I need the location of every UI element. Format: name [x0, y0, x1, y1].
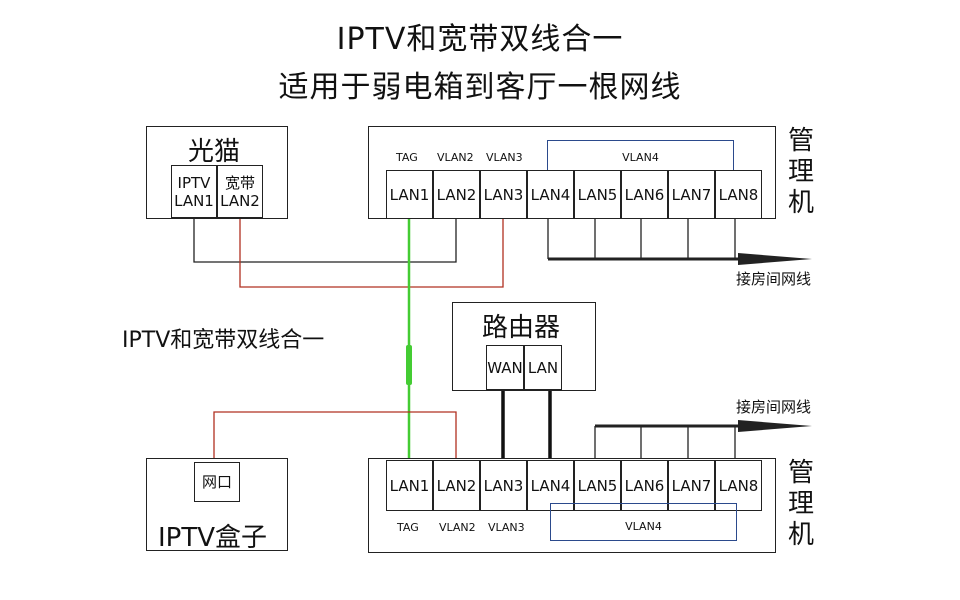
iptv-box-title: IPTV盒子 — [158, 523, 268, 553]
modem-broadband-port: 宽带 LAN2 — [217, 165, 263, 218]
bottom-port-lan5: LAN5 — [574, 460, 621, 511]
top-port-lan3: LAN3 — [480, 170, 527, 219]
bottom-port-lan1: LAN1 — [386, 460, 433, 511]
router-title: 路由器 — [482, 313, 561, 343]
trunk-line-marker — [406, 345, 412, 385]
top-side-char-3: 机 — [787, 188, 814, 218]
top-side-char-1: 管 — [787, 126, 814, 156]
modem-iptv-to-lan2-line — [193, 218, 457, 263]
bottom-port-lan2: LAN2 — [433, 460, 480, 511]
top-port-lan7: LAN7 — [668, 170, 715, 219]
top-vlan4-label: VLAN4 — [622, 150, 659, 164]
modem-broadband-port-name: LAN2 — [220, 191, 260, 210]
bottom-port-lan7: LAN7 — [668, 460, 715, 511]
top-port-lan5: LAN5 — [574, 170, 621, 219]
iptv-box-to-lan2-line — [213, 411, 457, 462]
top-side-char-2: 理 — [787, 157, 814, 187]
bottom-side-char-1: 管 — [787, 458, 814, 488]
bottom-vlan4-group: VLAN4 — [550, 503, 737, 541]
optical-modem-title: 光猫 — [188, 137, 241, 167]
top-rooms-label: 接房间网线 — [736, 270, 812, 288]
top-vlan4-group: VLAN4 — [547, 140, 734, 174]
bottom-vlan4-label: VLAN4 — [625, 519, 662, 533]
bottom-port-lan8: LAN8 — [715, 460, 762, 511]
top-port-lan4: LAN4 — [527, 170, 574, 219]
iptv-box-port: 网口 — [194, 462, 240, 502]
bottom-rooms-label: 接房间网线 — [736, 398, 812, 416]
top-rooms-arrowhead — [738, 253, 812, 265]
bottom-side-char-2: 理 — [787, 489, 814, 519]
top-switch-side-label: 管 理 机 — [784, 126, 818, 219]
top-vlan3-label: VLAN3 — [486, 151, 523, 164]
top-port-lan6: LAN6 — [621, 170, 668, 219]
top-port-lan2: LAN2 — [433, 170, 480, 219]
modem-broadband-port-label: 宽带 — [224, 173, 255, 192]
top-port-lan8: LAN8 — [715, 170, 762, 219]
bottom-tag-label: TAG — [397, 521, 419, 534]
bottom-side-char-3: 机 — [787, 520, 814, 550]
bottom-rooms-arrowhead — [738, 420, 812, 432]
modem-iptv-port-label: IPTV — [177, 173, 211, 192]
router-lan-port: LAN — [524, 345, 562, 390]
top-port-lan1: LAN1 — [386, 170, 433, 219]
cable-label: IPTV和宽带双线合一 — [122, 328, 325, 353]
bottom-vlan2-label: VLAN2 — [439, 521, 476, 534]
bottom-switch-side-label: 管 理 机 — [784, 458, 818, 551]
top-tag-label: TAG — [396, 151, 418, 164]
modem-broadband-to-lan3-line — [239, 218, 504, 288]
diagram-title-line2: 适用于弱电箱到客厅一根网线 — [278, 70, 682, 105]
bottom-port-lan3: LAN3 — [480, 460, 527, 511]
bottom-port-lan6: LAN6 — [621, 460, 668, 511]
router-wan-port: WAN — [486, 345, 524, 390]
diagram-title-line1: IPTV和宽带双线合一 — [336, 22, 624, 57]
bottom-vlan3-label: VLAN3 — [488, 521, 525, 534]
modem-iptv-port-name: LAN1 — [174, 191, 214, 210]
modem-iptv-port: IPTV LAN1 — [171, 165, 217, 218]
top-vlan2-label: VLAN2 — [437, 151, 474, 164]
